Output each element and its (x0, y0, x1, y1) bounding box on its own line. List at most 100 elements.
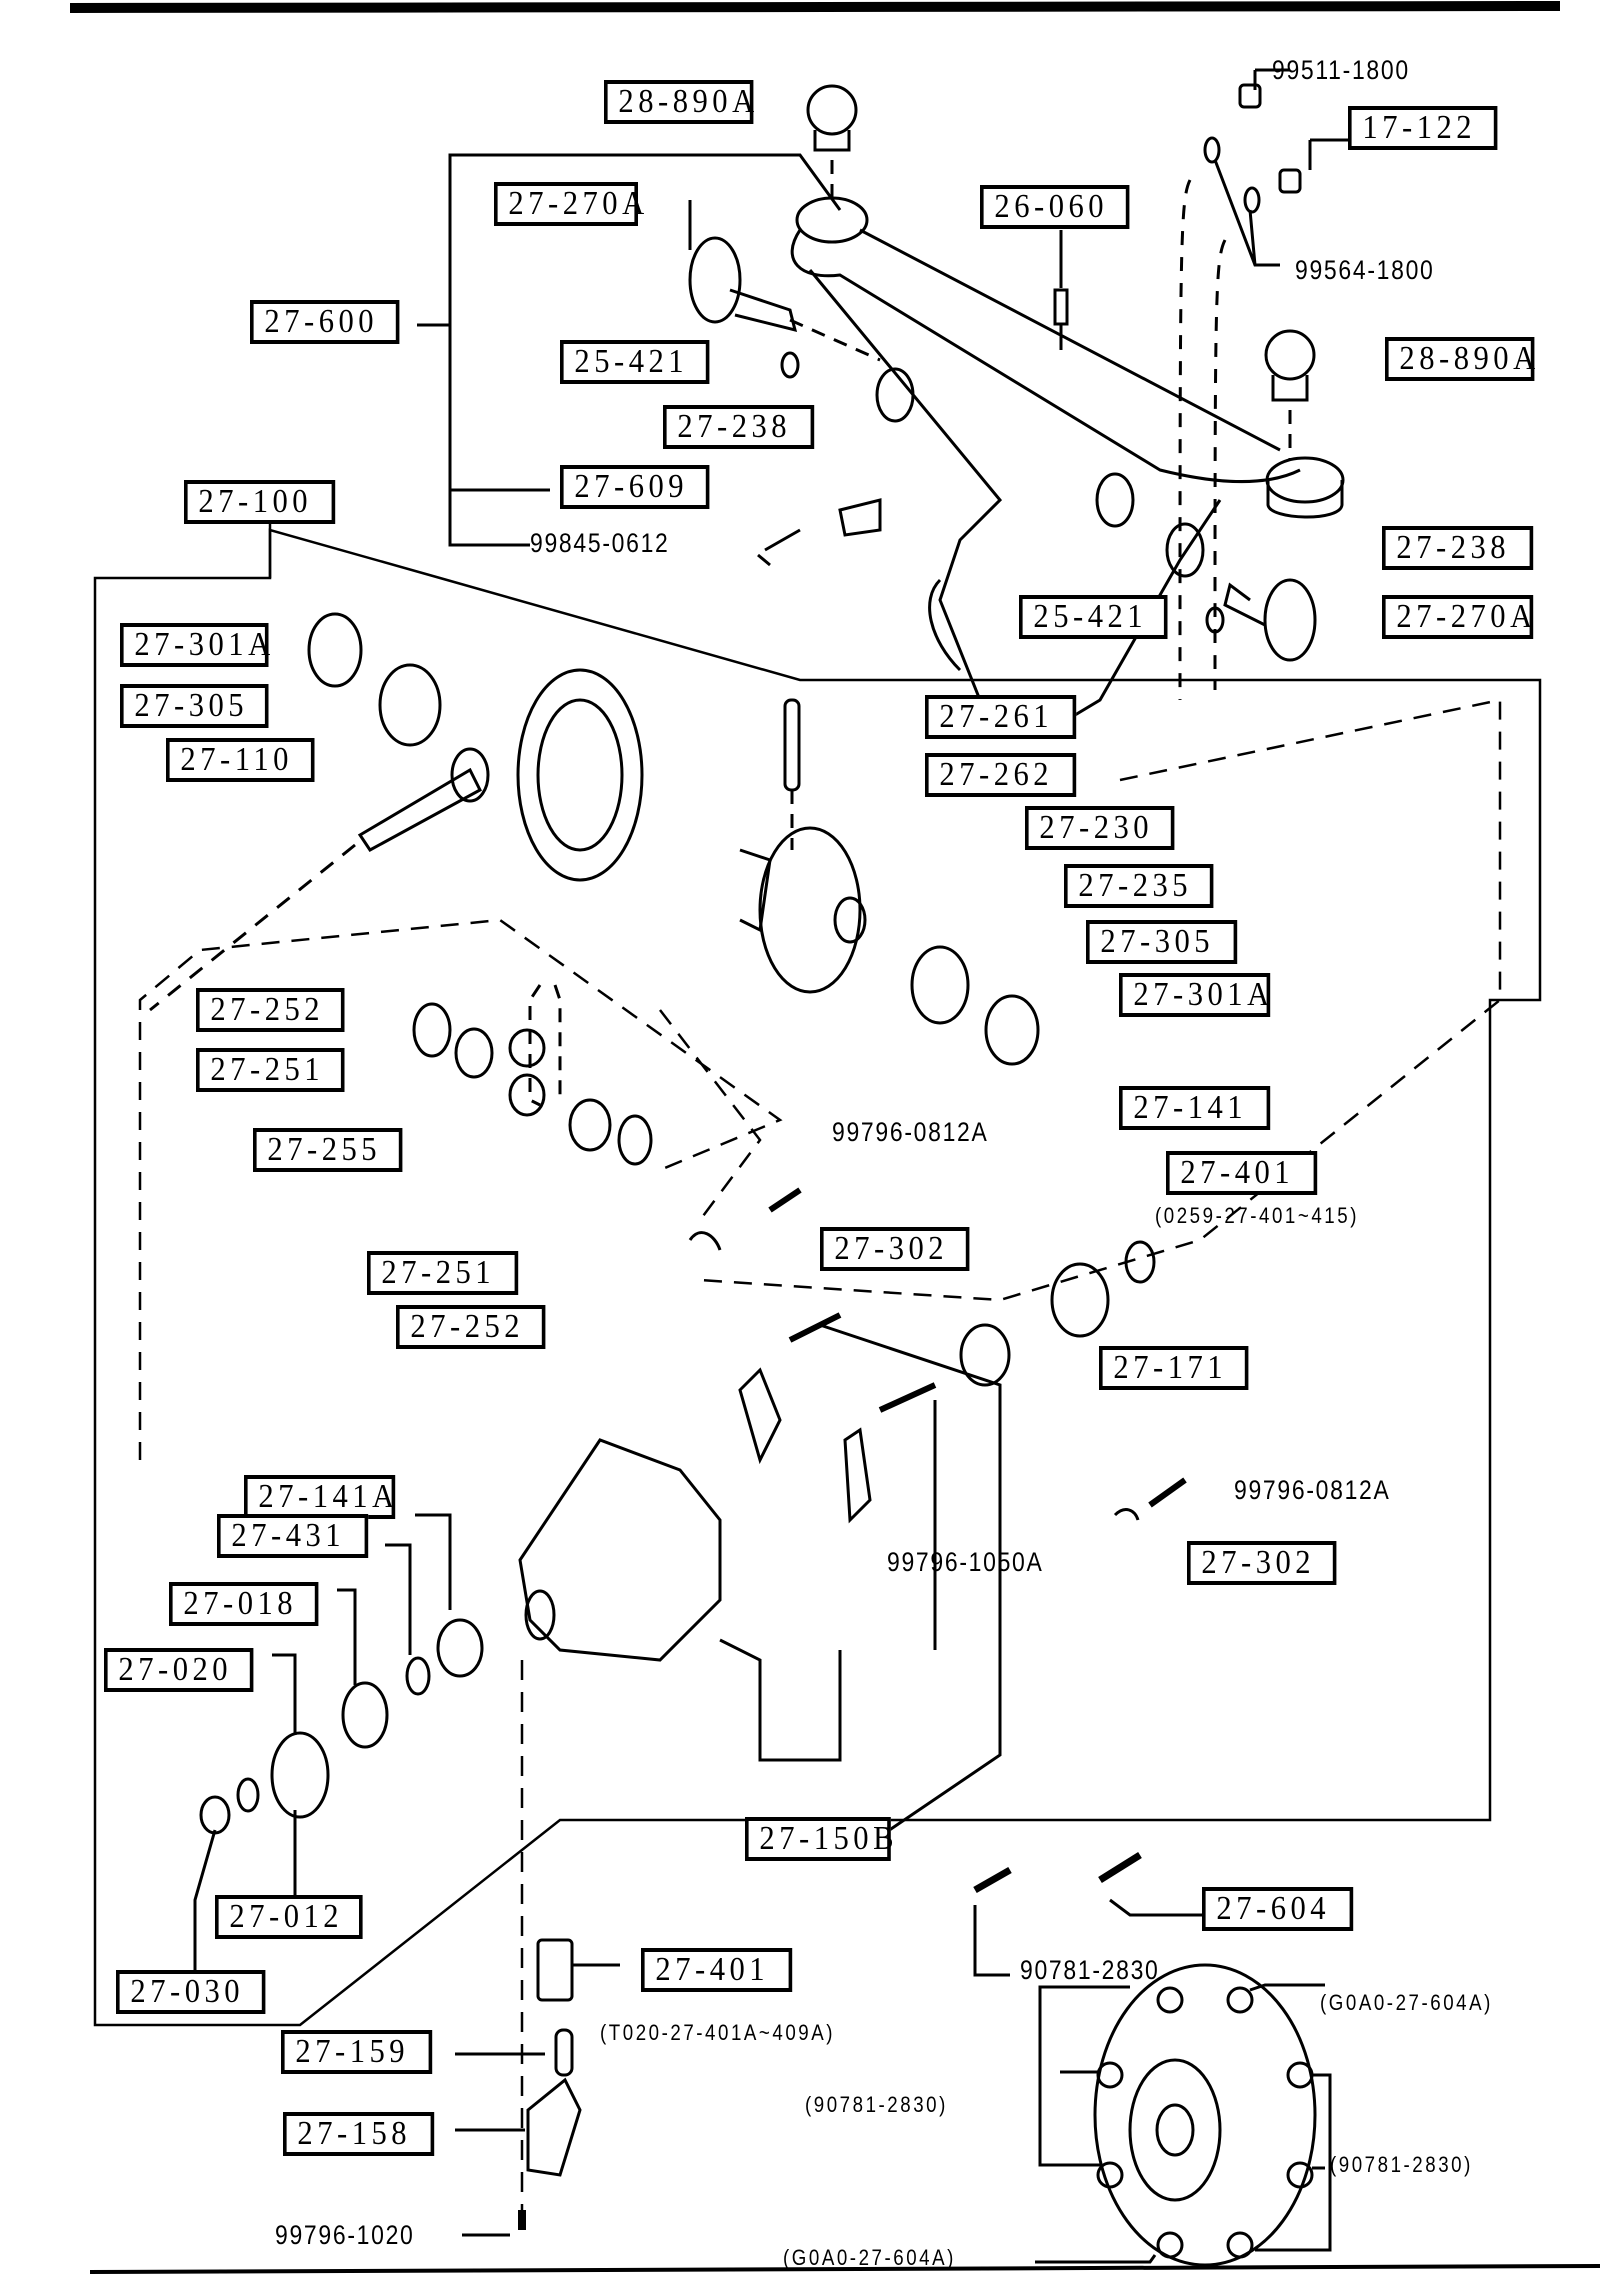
snap-ring-right (1205, 606, 1225, 634)
bearing-27-141 (1050, 1262, 1110, 1338)
callout-27-431: 27-431 (217, 1514, 369, 1558)
callout-27-401-top: 27-401 (1166, 1151, 1318, 1195)
callout-27-238-right: 27-238 (1382, 526, 1534, 570)
callout-27-020: 27-020 (104, 1648, 254, 1692)
rear-cover-view (1035, 1963, 1332, 2267)
callout-0259-27-401-415: (0259-27-401~415) (1155, 1203, 1359, 1228)
group-enclosure-27-100 (93, 528, 1542, 2027)
spacer-27-171 (959, 1323, 1011, 1387)
bottom-border-line (89, 2264, 1601, 2274)
callout-27-261: 27-261 (925, 695, 1077, 739)
bearing-27-305-right (910, 945, 970, 1025)
callout-27-401-lower: 27-401 (641, 1948, 793, 1992)
nut-27-030 (199, 1795, 231, 1835)
callout-27-251-lower: 27-251 (367, 1251, 519, 1295)
pinion-shaft-27-261 (783, 698, 801, 792)
ring-gear (516, 668, 644, 882)
callout-27-141: 27-141 (1119, 1086, 1271, 1130)
callout-25-421-top: 25-421 (560, 340, 710, 384)
companion-flange-27-020 (270, 1731, 330, 1819)
callout-27-301A-right: 27-301A (1119, 973, 1271, 1017)
callout-27-150B: 27-150B (745, 1817, 894, 1861)
callout-27-262: 27-262 (925, 753, 1077, 797)
callout-27-230: 27-230 (1025, 806, 1175, 850)
speed-sensor-gear-27-401 (536, 1938, 574, 2002)
callout-27-238-left: 27-238 (663, 405, 815, 449)
callout-27-305-left: 27-305 (120, 684, 269, 728)
callout-27-251-left: 27-251 (196, 1048, 345, 1092)
callout-27-600: 27-600 (250, 300, 400, 344)
callout-99564-1800: 99564-1800 (1295, 255, 1435, 285)
drain-plugs (1178, 68, 1350, 701)
callout-28-890A-top: 28-890A (604, 80, 754, 124)
group-bracket-27-600 (417, 153, 842, 547)
spacer-27-431 (405, 1656, 431, 1696)
callout-27-030: 27-030 (116, 1970, 266, 2014)
thrust-washer-27-252 (412, 1002, 452, 1058)
callout-g0a0-27-604A-top: (G0A0-27-604A) (1320, 1990, 1493, 2015)
callout-26-060: 26-060 (980, 185, 1130, 229)
breather-vent (1053, 230, 1069, 350)
differential-case (739, 826, 867, 994)
callout-99796-0812A-right: 99796-0812A (1234, 1475, 1391, 1505)
callout-27-270A-right: 27-270A (1382, 595, 1534, 639)
callout-27-255: 27-255 (253, 1128, 403, 1172)
oil-seal-27-018 (341, 1681, 389, 1749)
cap-27-302-top (688, 1231, 722, 1251)
callout-90781-2830-left-paren: (90781-2830) (805, 2092, 948, 2117)
callout-90781-2830-right-paren: (90781-2830) (1330, 2152, 1473, 2177)
axle-flange-right (1223, 578, 1317, 662)
callout-27-252-lower: 27-252 (396, 1305, 546, 1349)
callout-99796-0812A-top: 99796-0812A (832, 1117, 989, 1147)
callout-27-158: 27-158 (283, 2112, 435, 2156)
bearing-27-301A-left (307, 612, 363, 688)
bracket-27-158 (526, 2077, 582, 2177)
bearing-27-301A-right (984, 994, 1040, 1066)
callout-27-171: 27-171 (1099, 1346, 1249, 1390)
pinion-gear-top (508, 1028, 546, 1068)
subframe-crossmember (790, 196, 1345, 732)
callout-27-110: 27-110 (166, 738, 315, 782)
oil-seal-left (875, 367, 915, 423)
bearing-27-141A (436, 1618, 484, 1678)
callout-99845-0612: 99845-0612 (530, 528, 670, 558)
callout-g0a0-27-604A-bottom: (G0A0-27-604A) (783, 2245, 956, 2270)
callout-99796-1050A: 99796-1050A (887, 1547, 1044, 1577)
callout-27-235: 27-235 (1064, 864, 1214, 908)
callout-t020-27-401A-409A: (T020-27-401A~409A) (600, 2020, 836, 2045)
bearing-27-305-left (378, 663, 442, 747)
cap-27-302-right (1113, 1508, 1140, 1521)
callout-25-421-right: 25-421 (1019, 595, 1168, 639)
callout-27-100: 27-100 (184, 480, 336, 524)
mount-bushing-right (1264, 329, 1316, 460)
callout-27-305-right: 27-305 (1086, 920, 1238, 964)
callout-27-302-top: 27-302 (820, 1227, 970, 1271)
callout-99796-1020: 99796-1020 (275, 2220, 415, 2250)
axle-flange-left (688, 200, 881, 362)
callout-27-609: 27-609 (560, 465, 710, 509)
shim-27-401 (1124, 1240, 1156, 1284)
bolt-99845-0612 (757, 528, 801, 567)
callout-27-018: 27-018 (169, 1582, 319, 1626)
oil-seal-right (1165, 522, 1205, 578)
side-gear-27-251-right (568, 1098, 612, 1152)
callout-27-302-right: 27-302 (1187, 1541, 1337, 1585)
callout-27-252-left: 27-252 (196, 988, 345, 1032)
callout-27-012: 27-012 (215, 1895, 363, 1939)
callout-99511-1800: 99511-1800 (1272, 55, 1410, 85)
pin-27-159 (554, 2028, 574, 2077)
callout-17-122: 17-122 (1348, 106, 1498, 150)
bracket-27-609 (838, 498, 882, 537)
bolt-90781-2830 (973, 1866, 1012, 1894)
drive-pinion (149, 747, 490, 1012)
callout-28-890A-right: 28-890A (1385, 337, 1535, 381)
callout-90781-2830: 90781-2830 (1020, 1955, 1160, 1985)
callout-27-604: 27-604 (1202, 1887, 1354, 1931)
top-border-line (69, 1, 1561, 13)
callout-27-270A-top: 27-270A (494, 182, 644, 226)
washer-27-012 (236, 1777, 260, 1813)
callout-27-159: 27-159 (281, 2030, 433, 2074)
callout-27-141A: 27-141A (244, 1475, 396, 1519)
side-gear-27-251 (454, 1027, 494, 1079)
